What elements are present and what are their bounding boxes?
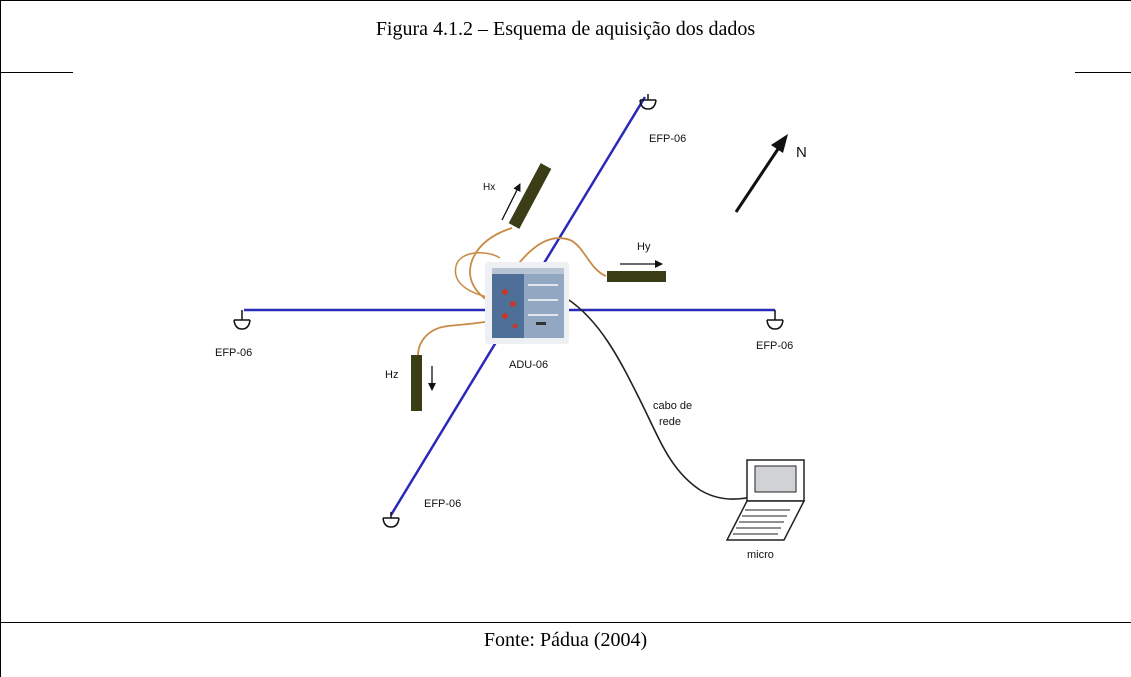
frame-header-divider-right (1075, 72, 1131, 73)
north-arrow-head (771, 134, 788, 153)
adu-unit-icon (485, 262, 569, 344)
electrode-south-icon (382, 512, 400, 528)
frame-top-border (0, 0, 1131, 1)
electrode-west-icon (233, 310, 251, 330)
hx-coil (508, 163, 552, 229)
electrode-south-label: EFP-06 (424, 498, 461, 510)
electrode-north-label: EFP-06 (649, 133, 686, 145)
hx-cable-loop (454, 252, 506, 301)
north-label: N (796, 144, 807, 161)
computer-label: micro (747, 549, 774, 561)
hx-label: Hx (483, 182, 495, 193)
figure-title: Figura 4.1.2 – Esquema de aquisição dos … (375, 18, 756, 40)
hy-coil (607, 271, 666, 282)
hy-label: Hy (637, 241, 651, 253)
cable-label-line2: rede (659, 416, 681, 428)
network-cable (565, 297, 757, 500)
electrode-east-label: EFP-06 (756, 340, 793, 352)
hz-label: Hz (385, 369, 398, 381)
frame-footer-divider (0, 622, 1131, 623)
hz-coil (411, 355, 422, 411)
cable-label-line1: cabo de (653, 400, 692, 412)
frame-header-divider-left (0, 72, 73, 73)
electrode-east-icon (766, 310, 784, 330)
north-arrow (734, 145, 782, 213)
electrode-north-icon (639, 94, 657, 110)
figure-source: Fonte: Pádua (2004) (483, 629, 648, 651)
electrode-west-label: EFP-06 (215, 347, 252, 359)
hx-arrow (501, 183, 521, 221)
adu-unit-label: ADU-06 (509, 359, 548, 371)
frame-left-border (0, 0, 1, 677)
computer-icon (725, 459, 806, 541)
